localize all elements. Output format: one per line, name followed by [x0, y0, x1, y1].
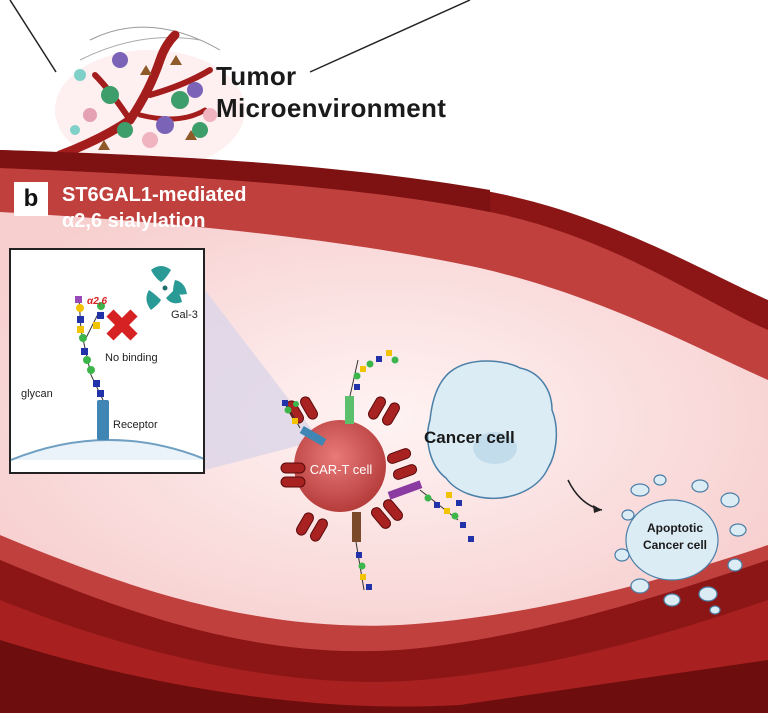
galectin-3-icon	[146, 266, 187, 310]
callout-line-right	[309, 0, 471, 73]
cancer-cell-label: Cancer cell	[424, 428, 515, 447]
tumor-microenvironment-label: Tumor Microenvironment	[216, 60, 446, 124]
title-band	[0, 150, 490, 212]
zoom-cone	[205, 290, 320, 470]
receptor-label: Receptor	[113, 419, 158, 431]
cancer-cell	[427, 360, 558, 500]
glycan-label: glycan	[21, 388, 53, 400]
apoptotic-label-line2: Cancer cell	[642, 538, 708, 552]
panel-title-line2: α2,6 sialylation	[62, 210, 206, 232]
receptor-icon	[97, 400, 109, 440]
apoptotic-cancer-cell	[614, 474, 747, 615]
panel-title: ST6GAL1-mediated α2,6 sialylation	[62, 182, 246, 234]
tumor-label-line1: Tumor	[216, 61, 297, 91]
no-binding-label: No binding	[105, 352, 158, 364]
gal3-label: Gal-3	[171, 309, 198, 321]
panel-title-line1: ST6GAL1-mediated	[62, 184, 247, 206]
callout-line-left	[9, 0, 57, 73]
no-binding-cross-icon	[106, 309, 138, 341]
apoptotic-cancer-cell-label: Apoptotic Cancer cell	[615, 520, 735, 554]
apoptotic-label-line1: Apoptotic	[647, 521, 703, 535]
cell-membrane	[11, 439, 203, 461]
alpha-2-6-linkage-label: α2,6	[87, 296, 108, 307]
glycan-inset: α2,6 Gal-3 No binding glycan Receptor	[9, 248, 205, 474]
tumor-label-line2: Microenvironment	[216, 93, 447, 123]
tumor-microenvironment-illustration	[55, 26, 245, 170]
panel-letter: b	[14, 182, 48, 216]
car-t-cell-label: CAR-T cell	[309, 462, 373, 477]
glycan-chain-icon	[75, 296, 105, 401]
arrow-head-icon	[593, 505, 602, 513]
inset-illustration	[11, 266, 203, 461]
car-t-cell	[280, 350, 474, 591]
